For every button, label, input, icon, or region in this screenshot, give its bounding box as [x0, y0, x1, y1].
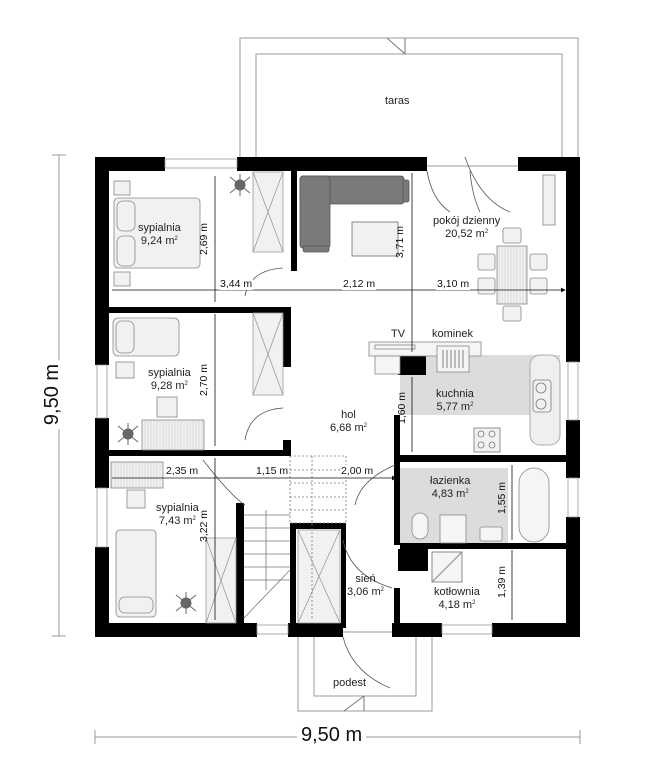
room-area: 3,06 m2 [347, 586, 384, 598]
room-label-hall: hol 6,68 m2 [330, 409, 367, 435]
dim-115: 1,15 m [255, 465, 290, 477]
room-area: 7,43 m2 [158, 515, 196, 527]
dim-322: 3,22 m [198, 509, 211, 543]
room-name: pokój dzienny [433, 215, 501, 227]
room-name: sypialnia [138, 222, 181, 234]
room-label-vestibule: sień 3,06 m2 [347, 573, 384, 599]
room-label-taras: taras [385, 95, 409, 108]
dim-344: 3,44 m [219, 278, 254, 290]
wardrobes [205, 171, 341, 624]
room-area: 9,24 m2 [140, 235, 178, 247]
room-name: kotłownia [434, 586, 480, 598]
room-area: 20,52 m2 [445, 228, 489, 240]
dim-235: 2,35 m [165, 465, 200, 477]
porch [297, 631, 433, 712]
room-name: hol [341, 409, 356, 421]
room-label-bathroom: łazienka 4,83 m2 [430, 475, 470, 501]
overall-width-label: 9,50 m [297, 724, 367, 747]
kitchen-fixtures [473, 379, 552, 453]
dim-270: 2,70 m [198, 363, 211, 397]
dim-160: 1,60 m [396, 391, 409, 425]
doors [202, 156, 511, 689]
dim-269: 2,69 m [198, 222, 211, 256]
room-name: łazienka [430, 475, 471, 487]
boiler-unit [431, 551, 463, 583]
room-area: 4,83 m2 [431, 488, 469, 500]
coffee-table [351, 221, 399, 257]
room-label-bedroom2: sypialnia 9,28 m2 [148, 367, 191, 393]
room-name: taras [385, 95, 410, 107]
room-label-boiler: kotłownia 4,18 m2 [434, 586, 480, 612]
tv-label: TV [391, 328, 406, 340]
room-label-bedroom1: sypialnia 9,24 m2 [138, 222, 181, 248]
room-name: sień [355, 573, 376, 585]
room-name: sypialnia [156, 502, 199, 514]
dim-212: 2,12 m [342, 278, 377, 290]
room-name: podest [333, 677, 367, 689]
room-label-bedroom3: sypialnia 7,43 m2 [156, 502, 199, 528]
windows [96, 158, 579, 635]
dim-371: 3,71 m [394, 225, 407, 259]
dim-139: 1,39 m [496, 565, 509, 599]
tv-fireplace-unit [368, 341, 482, 375]
dimension-lines [112, 173, 566, 620]
corner-sofa [299, 175, 410, 253]
plant-icons [117, 174, 251, 614]
room-area: 5,77 m2 [436, 401, 474, 413]
dim-200: 2,00 m [340, 465, 375, 477]
bed-single-3 [110, 461, 164, 618]
bed-double [113, 180, 201, 287]
dim-155: 1,55 m [496, 481, 509, 515]
room-label-kitchen: kuchnia 5,77 m2 [436, 388, 474, 414]
overall-height-label: 9,50 m [41, 359, 65, 430]
stairs [243, 455, 347, 620]
bathroom-fixtures [411, 467, 550, 544]
dining-set [477, 174, 556, 322]
room-area: 4,18 m2 [438, 599, 476, 611]
fireplace-label: kominek [432, 328, 473, 340]
bed-single-2 [112, 317, 205, 451]
room-label-living: pokój dzienny 20,52 m2 [433, 215, 500, 241]
room-area: 9,28 m2 [150, 380, 188, 392]
room-area: 6,68 m2 [330, 422, 367, 434]
room-name: sypialnia [148, 367, 191, 379]
walls [95, 157, 580, 637]
dim-310: 3,10 m [436, 278, 471, 290]
room-label-porch: podest [333, 677, 366, 690]
room-name: kuchnia [436, 388, 474, 400]
